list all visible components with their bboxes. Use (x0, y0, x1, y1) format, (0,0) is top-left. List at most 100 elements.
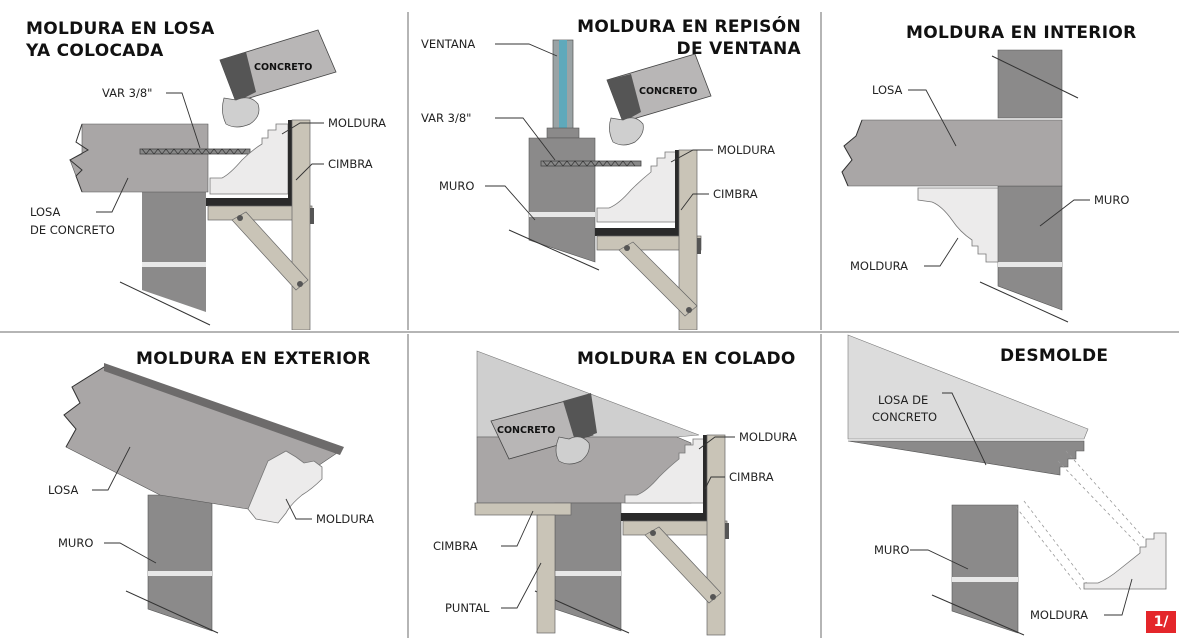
panel-moldura-en-exterior: MOLDURA EN EXTERIOR LOSA MOLDURA MURO (0, 333, 406, 638)
rebar-icon (540, 160, 642, 167)
concrete-bucket-icon (606, 53, 712, 146)
panel-1-drawing: CONCRETO (69, 29, 337, 330)
leader-moldura (281, 122, 324, 135)
panel-2-title-line-2: DE VENTANA (677, 39, 802, 59)
grid-divider-vertical-3 (407, 334, 409, 638)
wall-column (119, 192, 211, 326)
leader-moldura (698, 436, 735, 450)
leader-losa (942, 392, 987, 466)
formwork (206, 119, 314, 330)
leader-cimbra (295, 163, 324, 181)
leader-muro (104, 542, 157, 564)
label-var: VAR 3/8" (421, 111, 471, 125)
panel-4-title: MOLDURA EN EXTERIOR (136, 349, 371, 369)
panel-2-drawing: CONCRETO (485, 39, 713, 330)
panel-3-title: MOLDURA EN INTERIOR (906, 23, 1136, 43)
panel-moldura-en-interior: MOLDURA EN INTERIOR LOSA MURO MOLDURA (822, 0, 1179, 330)
label-moldura: MOLDURA (328, 116, 386, 130)
panel-2-labels: MOLDURA EN REPISÓN DE VENTANA VENTANA VA… (421, 15, 802, 201)
concrete-slab (841, 119, 1063, 187)
moldura-profile (917, 187, 999, 263)
page-badge: 1/ (1146, 611, 1176, 633)
label-moldura: MOLDURA (717, 143, 775, 157)
bucket-label: CONCRETO (639, 86, 697, 97)
concrete-slab (69, 123, 209, 193)
label-muro: MURO (439, 179, 474, 193)
concrete-bucket-icon (490, 393, 597, 465)
panel-desmolde: DESMOLDE LOSA DE CONCRETO MURO MOLDURA (822, 333, 1179, 638)
panel-moldura-en-reposon: CONCRETO MOLDURA EN REPISÓN DE VENTANA V… (409, 0, 820, 330)
leader-cimbra-right (704, 476, 725, 490)
leader-moldura (1104, 578, 1133, 616)
bucket-label: CONCRETO (497, 425, 555, 436)
label-moldura: MOLDURA (316, 512, 374, 526)
panel-6-labels: DESMOLDE LOSA DE CONCRETO MURO MOLDURA (872, 346, 1108, 622)
leader-muro (1039, 199, 1090, 227)
left-formwork (474, 502, 572, 634)
bucket-label: CONCRETO (254, 62, 312, 73)
leader-losa (908, 89, 957, 147)
label-muro: MURO (1094, 193, 1129, 207)
panel-moldura-en-colado: CONCRETO MOLDURA EN COLADO MOLDURA CIMBR… (409, 333, 820, 638)
label-moldura: MOLDURA (850, 259, 908, 273)
label-var: VAR 3/8" (102, 86, 152, 100)
panel-3-drawing (841, 49, 1090, 323)
label-cimbra: CIMBRA (328, 157, 373, 171)
label-moldura: MOLDURA (739, 430, 797, 444)
moldura-profile (596, 151, 678, 223)
wall-column (125, 494, 219, 634)
wall-column (508, 137, 600, 271)
panel-5-labels: MOLDURA EN COLADO MOLDURA CIMBRA CIMBRA … (433, 349, 797, 615)
panel-6-title: DESMOLDE (1000, 346, 1108, 366)
wall-column (931, 504, 1025, 636)
moldura-profile (624, 438, 706, 504)
label-moldura: MOLDURA (1030, 608, 1088, 622)
moldura-profile (209, 123, 289, 195)
leader-ventana (495, 43, 558, 57)
panel-2-title-line-1: MOLDURA EN REPISÓN (577, 15, 801, 37)
formwork (621, 434, 729, 636)
concrete-bucket-icon (219, 29, 337, 128)
leader-puntal (501, 562, 542, 609)
leader-var (495, 117, 556, 161)
leader-cimbra-left (501, 510, 534, 547)
grid-divider-vertical-2 (820, 12, 822, 330)
label-muro: MURO (874, 543, 909, 557)
leader-moldura (924, 237, 959, 267)
concrete-beam (847, 440, 1085, 476)
leader-moldura (285, 498, 312, 520)
inclined-slab (847, 334, 1089, 440)
label-ventana: VENTANA (421, 37, 475, 51)
label-puntal: PUNTAL (445, 601, 490, 615)
leader-cimbra (680, 193, 709, 211)
panel-6-drawing (847, 334, 1167, 636)
label-losa-line-1: LOSA DE (878, 393, 928, 407)
label-losa-line-1: LOSA (30, 205, 61, 219)
label-losa: LOSA (872, 83, 903, 97)
label-losa-line-2: DE CONCRETO (30, 223, 115, 237)
label-cimbra: CIMBRA (713, 187, 758, 201)
label-cimbra-right: CIMBRA (729, 470, 774, 484)
panel-5-drawing: CONCRETO (474, 350, 735, 636)
rebar-icon (139, 148, 251, 155)
window-frame (546, 39, 580, 139)
label-muro: MURO (58, 536, 93, 550)
leader-losa (92, 446, 131, 491)
panel-5-title: MOLDURA EN COLADO (577, 349, 796, 369)
wall-upper (991, 49, 1079, 119)
label-losa: LOSA (48, 483, 79, 497)
panel-4-drawing (63, 363, 344, 634)
moldura-profile (247, 450, 323, 524)
grid-divider-vertical-4 (820, 334, 822, 638)
label-losa-line-2: CONCRETO (872, 410, 937, 424)
release-guides (1015, 450, 1153, 592)
leader-moldura (670, 149, 713, 163)
panel-1-title-line-1: MOLDURA EN LOSA (26, 19, 215, 39)
leader-var (166, 92, 201, 149)
panel-1-labels: MOLDURA EN LOSA YA COLOCADA VAR 3/8" MOL… (25, 19, 386, 237)
moldura-profile (1083, 532, 1167, 590)
panel-1-title-line-2: YA COLOCADA (25, 41, 164, 61)
leader-muro (910, 549, 969, 570)
label-cimbra-left: CIMBRA (433, 539, 478, 553)
